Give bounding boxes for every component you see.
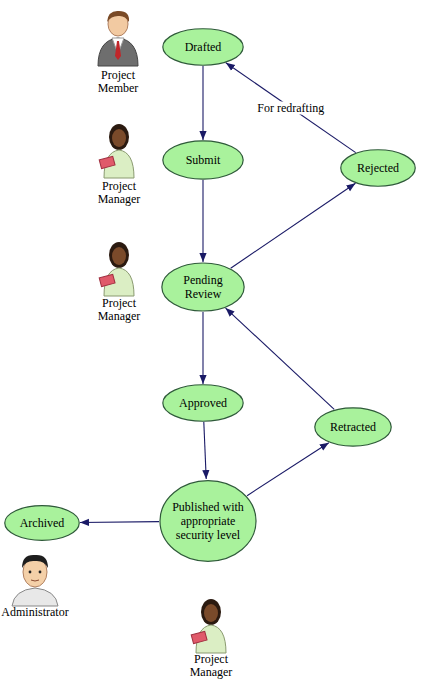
state-label: Archived (20, 516, 65, 530)
node-text-box: Published with appropriate security leve… (159, 479, 257, 563)
state-label: Drafted (185, 40, 222, 54)
node-text-box: Approved (162, 384, 244, 422)
held-book (99, 274, 115, 286)
role-label: Project Member (88, 69, 148, 95)
eye (29, 571, 32, 574)
ellipse-fill (163, 29, 243, 65)
state-label: Pending Review (170, 273, 236, 301)
face (112, 129, 126, 147)
role-label: Project Manager (89, 297, 149, 323)
node-text-box: Submit (162, 140, 244, 180)
node-text-box: Pending Review (161, 262, 245, 312)
shirt (12, 588, 58, 606)
state-label: Rejected (357, 161, 399, 175)
person-figure (191, 599, 226, 653)
person-figure (99, 124, 134, 178)
suit-body (98, 38, 138, 66)
ellipse-fill (163, 141, 243, 179)
person-figure (12, 555, 58, 606)
person-figure (99, 242, 134, 296)
ellipse-fill (315, 408, 391, 446)
transition-arrow (226, 308, 335, 409)
state-label: Retracted (330, 420, 376, 434)
node-text-box: Retracted (314, 407, 392, 447)
ellipse-fill (162, 263, 244, 311)
transition-arrow (202, 312, 203, 384)
held-book (191, 631, 207, 643)
state-label: Approved (179, 396, 227, 410)
hair (109, 124, 129, 150)
tie (115, 41, 121, 60)
state-ellipse: Published with appropriate security leve… (159, 479, 257, 563)
ellipse-fill (341, 150, 415, 186)
transition-arrow (202, 66, 203, 140)
transition-arrow (231, 183, 356, 268)
transition-arrow (204, 422, 206, 479)
ellipse-fill (160, 481, 256, 562)
role-label: Administrator (0, 606, 80, 619)
state-ellipse: Rejected (340, 149, 416, 187)
held-book (99, 156, 115, 168)
transition-arrow (202, 180, 203, 262)
edge-label: For redrafting (255, 101, 326, 114)
transition-arrow (80, 521, 159, 523)
state-label: Submit (186, 153, 221, 167)
state-label: Published with appropriate security leve… (170, 500, 246, 542)
person-figure (98, 11, 138, 66)
face (112, 247, 126, 265)
role-label: Project Manager (181, 653, 241, 679)
mouth (31, 580, 39, 581)
transition-arrow (247, 443, 329, 496)
state-ellipse: Submit (162, 140, 244, 180)
node-text-box: Drafted (162, 28, 244, 66)
node-text-box: Rejected (340, 149, 416, 187)
state-ellipse: Drafted (162, 28, 244, 66)
hair (22, 555, 48, 568)
ellipse-fill (163, 385, 243, 421)
state-ellipse: Retracted (314, 407, 392, 447)
state-ellipse: Pending Review (161, 262, 245, 312)
state-ellipse: Archived (4, 505, 80, 541)
ellipse-fill (5, 506, 79, 541)
node-text-box: Archived (4, 505, 80, 541)
hair (107, 11, 129, 22)
hair (201, 599, 221, 625)
transition-arrow (226, 63, 356, 153)
face (204, 604, 218, 622)
hair (109, 242, 129, 268)
role-label: Project Manager (89, 180, 149, 206)
state-ellipse: Approved (162, 384, 244, 422)
eye (39, 571, 42, 574)
